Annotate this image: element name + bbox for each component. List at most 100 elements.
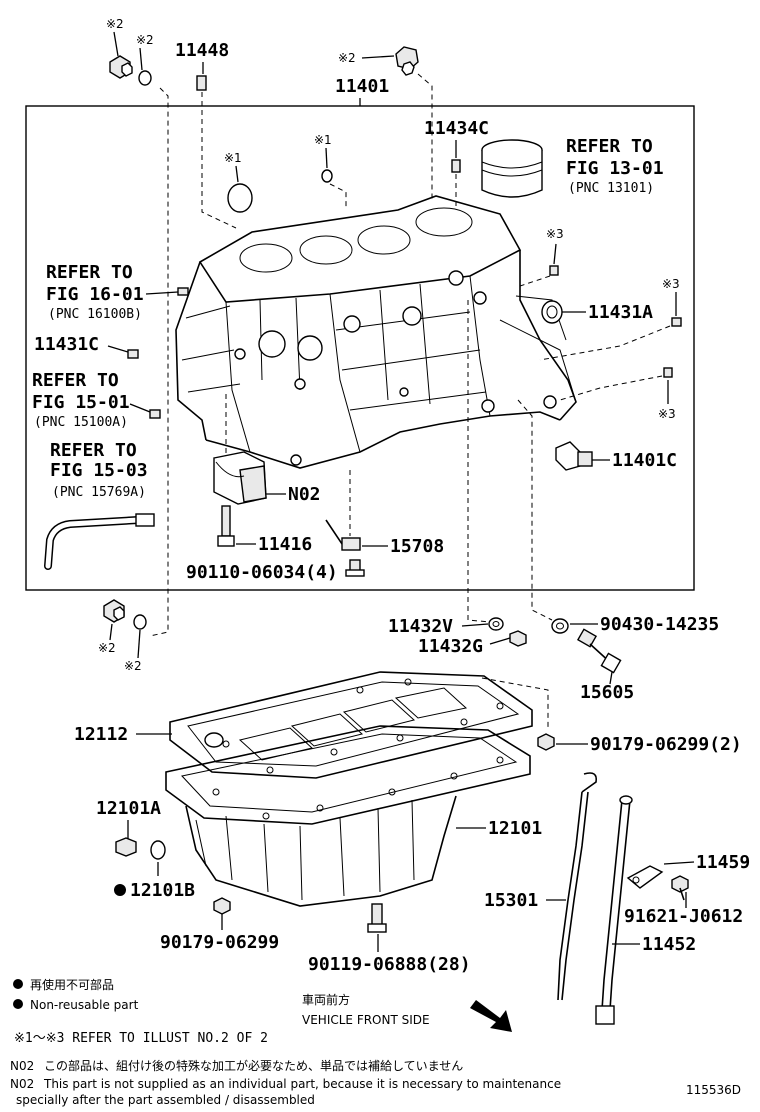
dipstick-15301-icon	[557, 772, 598, 1001]
mark-3-b: ※3	[662, 277, 680, 291]
label-11448: 11448	[175, 40, 229, 61]
mark-2-c: ※2	[338, 51, 356, 65]
legend-non-reusable-en: Non-reusable part	[30, 998, 139, 1012]
mark-2-d: ※2	[98, 641, 116, 655]
label-12112: 12112	[74, 724, 128, 745]
n02-note-en-2: specially after the part assembled / dis…	[16, 1093, 315, 1107]
bolt-90110-icon	[345, 559, 365, 577]
bracket-11459-icon	[626, 865, 664, 889]
direction-jp: 車両前方	[302, 992, 350, 1007]
label-11416: 11416	[258, 534, 312, 555]
label-90110-06034: 90110-06034(4)	[186, 562, 338, 583]
ref-15-01-line3: (PNC 15100A)	[34, 415, 128, 430]
bolt-15605-icon	[576, 628, 622, 674]
mark-3-c: ※3	[658, 407, 676, 421]
label-11452: 11452	[642, 934, 696, 955]
pin-15-01-icon	[149, 409, 161, 419]
front-arrow-icon	[470, 1000, 512, 1032]
label-90430-14235: 90430-14235	[600, 614, 719, 635]
mark-2-a: ※2	[106, 17, 124, 31]
ref-15-03-line1: REFER TO	[50, 440, 137, 461]
pin-11448-icon	[196, 75, 207, 91]
ref-15-01-line1: REFER TO	[32, 370, 119, 391]
plug-16-01-icon	[177, 287, 189, 296]
label-15708: 15708	[390, 536, 444, 557]
direction-en: VEHICLE FRONT SIDE	[302, 1013, 430, 1027]
label-15301: 15301	[484, 890, 538, 911]
bolt-91621-icon	[671, 875, 689, 901]
plug-11401C-icon	[555, 441, 593, 471]
ref-13-01-line1: REFER TO	[566, 136, 653, 157]
label-11431A: 11431A	[588, 302, 653, 323]
ref-13-01-line2: FIG 13-01	[566, 158, 664, 179]
label-12101B: 12101B	[130, 880, 195, 901]
bolt-90179-2-icon	[537, 733, 555, 751]
ref-15-03-line3: (PNC 15769A)	[52, 485, 146, 500]
oil-jet-15708-icon	[325, 519, 361, 551]
legend-dot-en	[13, 999, 23, 1009]
plug-11432G-icon	[509, 630, 527, 647]
label-11401C: 11401C	[612, 450, 677, 471]
bolt-90179-icon	[213, 897, 231, 915]
mark-1-b: ※1	[314, 133, 332, 147]
bolt-90119-icon	[367, 903, 387, 933]
n02-note-jp: この部品は、組付け後の特殊な加工が必要なため、単品では補給していません	[44, 1058, 463, 1073]
pin-11431C-icon	[127, 349, 139, 359]
oil-pan-12101-icon	[165, 725, 531, 907]
plug-bottom-left-icon	[103, 599, 125, 623]
ref-15-03-line2: FIG 15-03	[50, 460, 148, 481]
plug-top-left-icon	[109, 55, 133, 79]
washer-top-left-icon	[138, 70, 152, 86]
ref-15-01-line2: FIG 15-01	[32, 392, 130, 413]
label-90179-06299: 90179-06299	[160, 932, 279, 953]
bolt-11416-icon	[217, 505, 235, 547]
pin-3-c-icon	[663, 367, 673, 378]
gasket-90430-icon	[551, 618, 569, 634]
bearing-cap-n02-icon	[213, 451, 267, 505]
label-90119-06888: 90119-06888(28)	[308, 954, 471, 975]
ref-16-01-line2: FIG 16-01	[46, 284, 144, 305]
legend-refer-note: ※1～※3 REFER TO ILLUST NO.2 OF 2	[14, 1031, 268, 1046]
label-11432G: 11432G	[418, 636, 483, 657]
gasket-12112-icon	[169, 671, 533, 779]
washer-bottom-left-icon	[133, 614, 147, 630]
cap-1-b-icon	[321, 169, 333, 183]
label-N02: N02	[288, 484, 321, 505]
label-11432V: 11432V	[388, 616, 453, 637]
label-11434C: 11434C	[424, 118, 489, 139]
n02-tag-jp: N02	[10, 1059, 34, 1073]
label-90179-06299-2: 90179-06299(2)	[590, 734, 742, 755]
pin-3-a-icon	[549, 265, 559, 276]
mark-1-a: ※1	[224, 151, 242, 165]
label-12101: 12101	[488, 818, 542, 839]
piston-icon	[481, 139, 543, 198]
seal-11431A-icon	[541, 300, 563, 324]
mark-2-e: ※2	[124, 659, 142, 673]
non-reusable-dot-12101B	[114, 884, 126, 896]
dipstick-guide-11452-icon	[595, 795, 633, 1025]
mark-2-b: ※2	[136, 33, 154, 47]
washer-11432V-icon	[488, 617, 504, 631]
n02-note-en-1: This part is not supplied as an individu…	[43, 1077, 561, 1091]
ref-16-01-line1: REFER TO	[46, 262, 133, 283]
legend-non-reusable-jp: 再使用不可部品	[30, 977, 114, 992]
engine-block-icon	[175, 195, 577, 469]
label-12101A: 12101A	[96, 798, 161, 819]
label-11431C: 11431C	[34, 334, 99, 355]
pin-3-b-icon	[671, 317, 682, 327]
label-11401: 11401	[335, 76, 389, 97]
plug-top-right-icon	[395, 46, 419, 76]
plug-12101A-icon	[115, 837, 137, 857]
legend-dot-jp	[13, 979, 23, 989]
ref-16-01-line3: (PNC 16100B)	[48, 307, 142, 322]
gasket-12101B-icon	[150, 840, 166, 860]
label-15605: 15605	[580, 682, 634, 703]
ref-13-01-line3: (PNC 13101)	[568, 181, 654, 196]
pin-11434C-icon	[451, 159, 461, 173]
illustration-id: 115536D	[686, 1083, 741, 1097]
label-91621-J0612: 91621-J0612	[624, 906, 743, 927]
cap-1-a-icon	[227, 183, 253, 213]
label-11459: 11459	[696, 852, 750, 873]
mark-3-a: ※3	[546, 227, 564, 241]
